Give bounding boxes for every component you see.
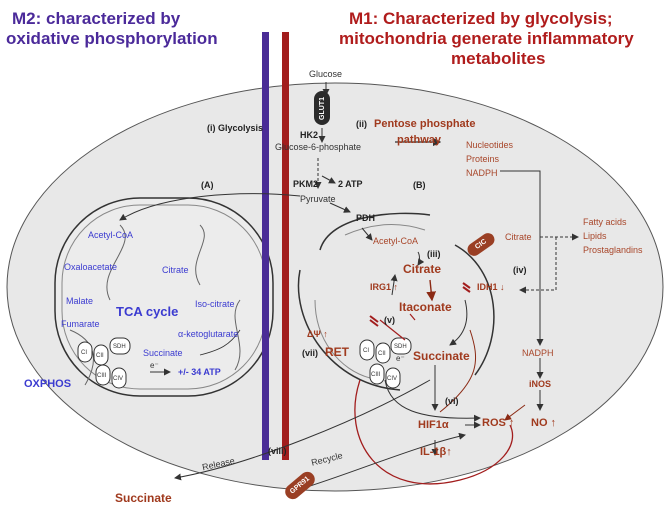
- m1-membrane-bar: [282, 32, 289, 460]
- m1-electron: e⁻: [396, 354, 405, 363]
- glut1-transporter: GLUT1: [314, 91, 330, 125]
- hk2-label: HK2: [300, 130, 319, 140]
- step-vii: (vii): [302, 348, 319, 358]
- ret-label: RET: [325, 345, 349, 359]
- m2-complex-cii: CII: [96, 353, 104, 359]
- fatty-acids-label: Fatty acids: [583, 217, 627, 227]
- m1-complex-sdh: SDH: [394, 344, 407, 350]
- m1-mitochondrion: [297, 212, 495, 391]
- glycolysis-label: (i) Glycolysis: [207, 123, 264, 133]
- m2-iso-citrate: Iso-citrate: [195, 299, 235, 309]
- itaconate-label: Itaconate: [399, 300, 452, 314]
- step-v: (v): [384, 315, 395, 325]
- extracellular-succinate: Succinate: [115, 491, 172, 505]
- inos-label: iNOS: [529, 379, 552, 389]
- glut1-label: GLUT1: [318, 96, 326, 120]
- cytosol-citrate: Citrate: [505, 232, 532, 242]
- pkm2-label: PKM2: [293, 179, 319, 189]
- lipids-label: Lipids: [583, 231, 607, 241]
- m2-akg: α-ketoglutarate: [178, 329, 239, 339]
- m2-panel-label: (A): [201, 180, 214, 190]
- ppp-output-nucleotides: Nucleotides: [466, 140, 514, 150]
- glucose-label: Glucose: [309, 69, 343, 79]
- ros-label: ROS ↑: [482, 417, 515, 429]
- ppp-title-line1: Pentose phosphate: [374, 118, 476, 130]
- cic-label: CIC: [474, 238, 488, 251]
- ppp-numeral: (ii): [356, 119, 367, 129]
- ppp-output-nadph: NADPH: [466, 168, 498, 178]
- idh1-label: IDH1 ↓: [477, 282, 505, 292]
- m1-complex-ci: CI: [363, 348, 369, 354]
- step-viii: (viii): [268, 446, 287, 456]
- step-iii: (iii): [427, 249, 441, 259]
- m2-complex-ciii: CIII: [97, 373, 107, 379]
- step-vi: (vi): [445, 396, 459, 406]
- m1-complex-civ: CIV: [387, 376, 398, 382]
- ppp-title-line2: pathway: [397, 134, 442, 146]
- m2-succinate: Succinate: [143, 348, 183, 358]
- m2-citrate: Citrate: [162, 265, 189, 275]
- m1-title-line1: M1: Characterized by glycolysis;: [349, 9, 613, 28]
- m2-atp-yield: +/- 34 ATP: [178, 367, 221, 377]
- m2-malate: Malate: [66, 296, 94, 306]
- m2-complexes: [77, 337, 131, 389]
- m1-succinate: Succinate: [413, 349, 470, 363]
- tca-cycle-label: TCA cycle: [116, 304, 179, 319]
- m1-complex-ciii: CIII: [371, 372, 381, 378]
- m1-complexes: [359, 337, 412, 389]
- step-iv: (iv): [513, 265, 527, 275]
- m1-complex-cii: CII: [378, 351, 386, 357]
- m2-membrane-bar: [262, 32, 269, 460]
- m1-acetyl-coa: Acetyl-CoA: [373, 236, 419, 246]
- cytosol-nadph: NADPH: [522, 348, 554, 358]
- m2-electron: e⁻: [150, 361, 159, 370]
- m2-complex-civ: CIV: [113, 376, 124, 382]
- pyruvate-label: Pyruvate: [300, 194, 336, 204]
- g6p-label: Glucose-6-phosphate: [275, 142, 362, 152]
- m2-oxaloacetate: Oxaloacetate: [64, 262, 118, 272]
- il1b-label: IL-1β↑: [420, 446, 452, 458]
- oxphos-label: OXPHOS: [24, 378, 72, 390]
- m1-title-line2: mitochondria generate inflammatory: [339, 29, 634, 48]
- m2-title-line2: oxidative phosphorylation: [6, 29, 218, 48]
- m1-title-line3: metabolites: [451, 49, 546, 68]
- m1-citrate: Citrate: [403, 262, 442, 276]
- atp-label: 2 ATP: [338, 179, 363, 189]
- m2-title-line1: M2: characterized by: [12, 9, 181, 28]
- m2-fumarate: Fumarate: [61, 319, 100, 329]
- pdh-label: PDH: [356, 213, 376, 223]
- ppp-output-proteins: Proteins: [466, 154, 500, 164]
- m2-complex-sdh: SDH: [113, 344, 126, 350]
- no-label: NO ↑: [531, 417, 557, 429]
- m2-complex-ci: CI: [81, 350, 87, 356]
- prostaglandins-label: Prostaglandins: [583, 245, 643, 255]
- m2-acetyl-coa: Acetyl-CoA: [88, 230, 134, 240]
- delta-psi-label: ΔΨ ↑: [307, 329, 328, 339]
- irg1-label: IRG1 ↑: [370, 282, 399, 292]
- m1-panel-label: (B): [413, 180, 426, 190]
- hif1a-label: HIF1α: [418, 419, 449, 431]
